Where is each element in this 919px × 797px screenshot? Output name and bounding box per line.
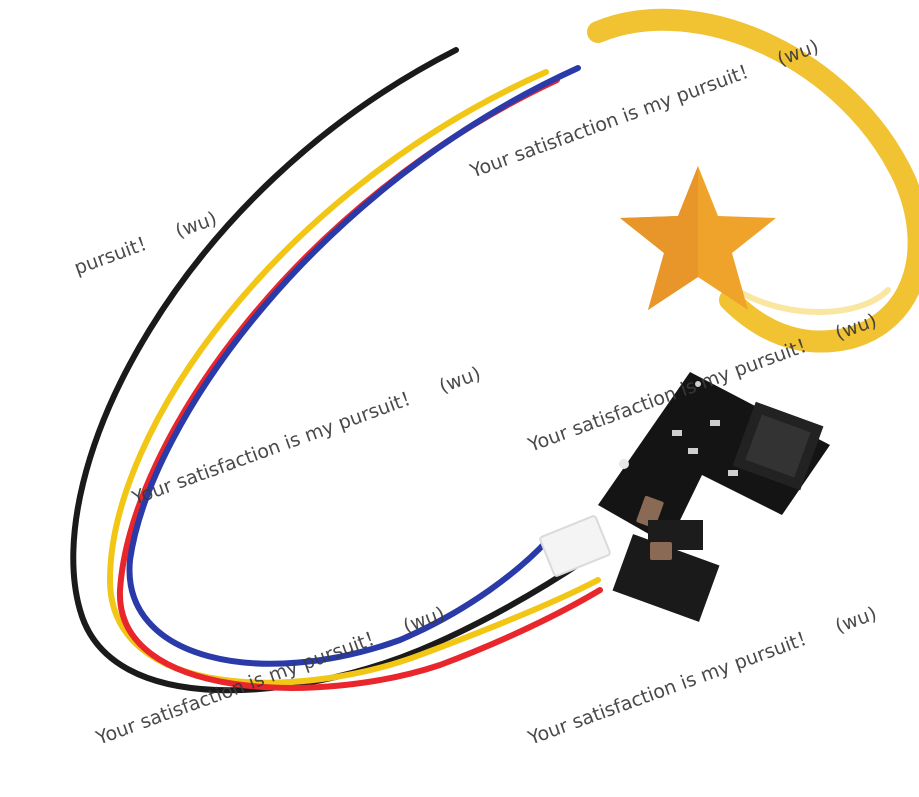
ring-swoosh	[587, 8, 919, 353]
star-icon	[620, 166, 776, 310]
cable-connector	[539, 515, 611, 577]
wire-harness	[70, 47, 603, 694]
circuit-board	[598, 372, 830, 622]
